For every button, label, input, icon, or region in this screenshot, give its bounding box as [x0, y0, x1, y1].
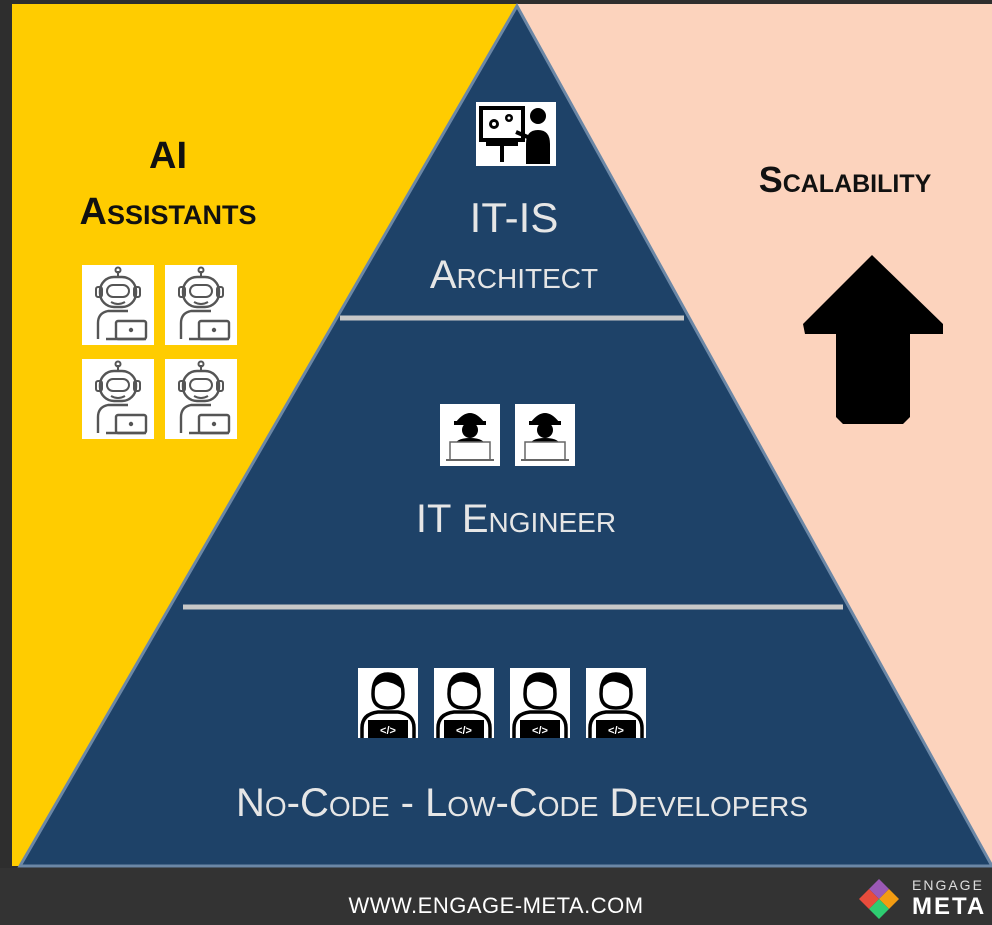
robot-laptop-icon [82, 358, 154, 440]
presenter-gears-icon [476, 102, 556, 166]
developer-code-icon [510, 668, 570, 738]
left-panel-title-line1: AI [149, 135, 187, 177]
robot-laptop-icon [82, 265, 154, 345]
tier-architect-line1: IT-IS [470, 194, 559, 241]
logo-text-top: ENGAGE [912, 877, 984, 893]
right-panel-title: Scalability [759, 159, 932, 200]
engineer-laptop-icon [515, 404, 575, 466]
diamond-logo-icon [859, 879, 899, 919]
developer-code-icon [358, 668, 418, 738]
pyramid [17, 2, 992, 868]
developer-code-icon [434, 668, 494, 738]
robot-laptop-icon [165, 265, 237, 345]
left-panel-title-line2: Assistants [80, 191, 257, 233]
robot-laptop-icon [165, 358, 237, 440]
footer-bar [0, 868, 992, 925]
logo-text-bottom: META [912, 893, 987, 920]
tier-engineer-label: IT Engineer [416, 497, 616, 541]
engineer-laptop-icon [440, 404, 500, 466]
footer-url[interactable]: WWW.ENGAGE-META.COM [348, 893, 644, 918]
developer-code-icon [586, 668, 646, 738]
tier-developers-label: No-Code - Low-Code Developers [236, 781, 808, 825]
tier-architect-line2: Architect [430, 253, 598, 297]
arrow-up-icon [803, 255, 943, 424]
